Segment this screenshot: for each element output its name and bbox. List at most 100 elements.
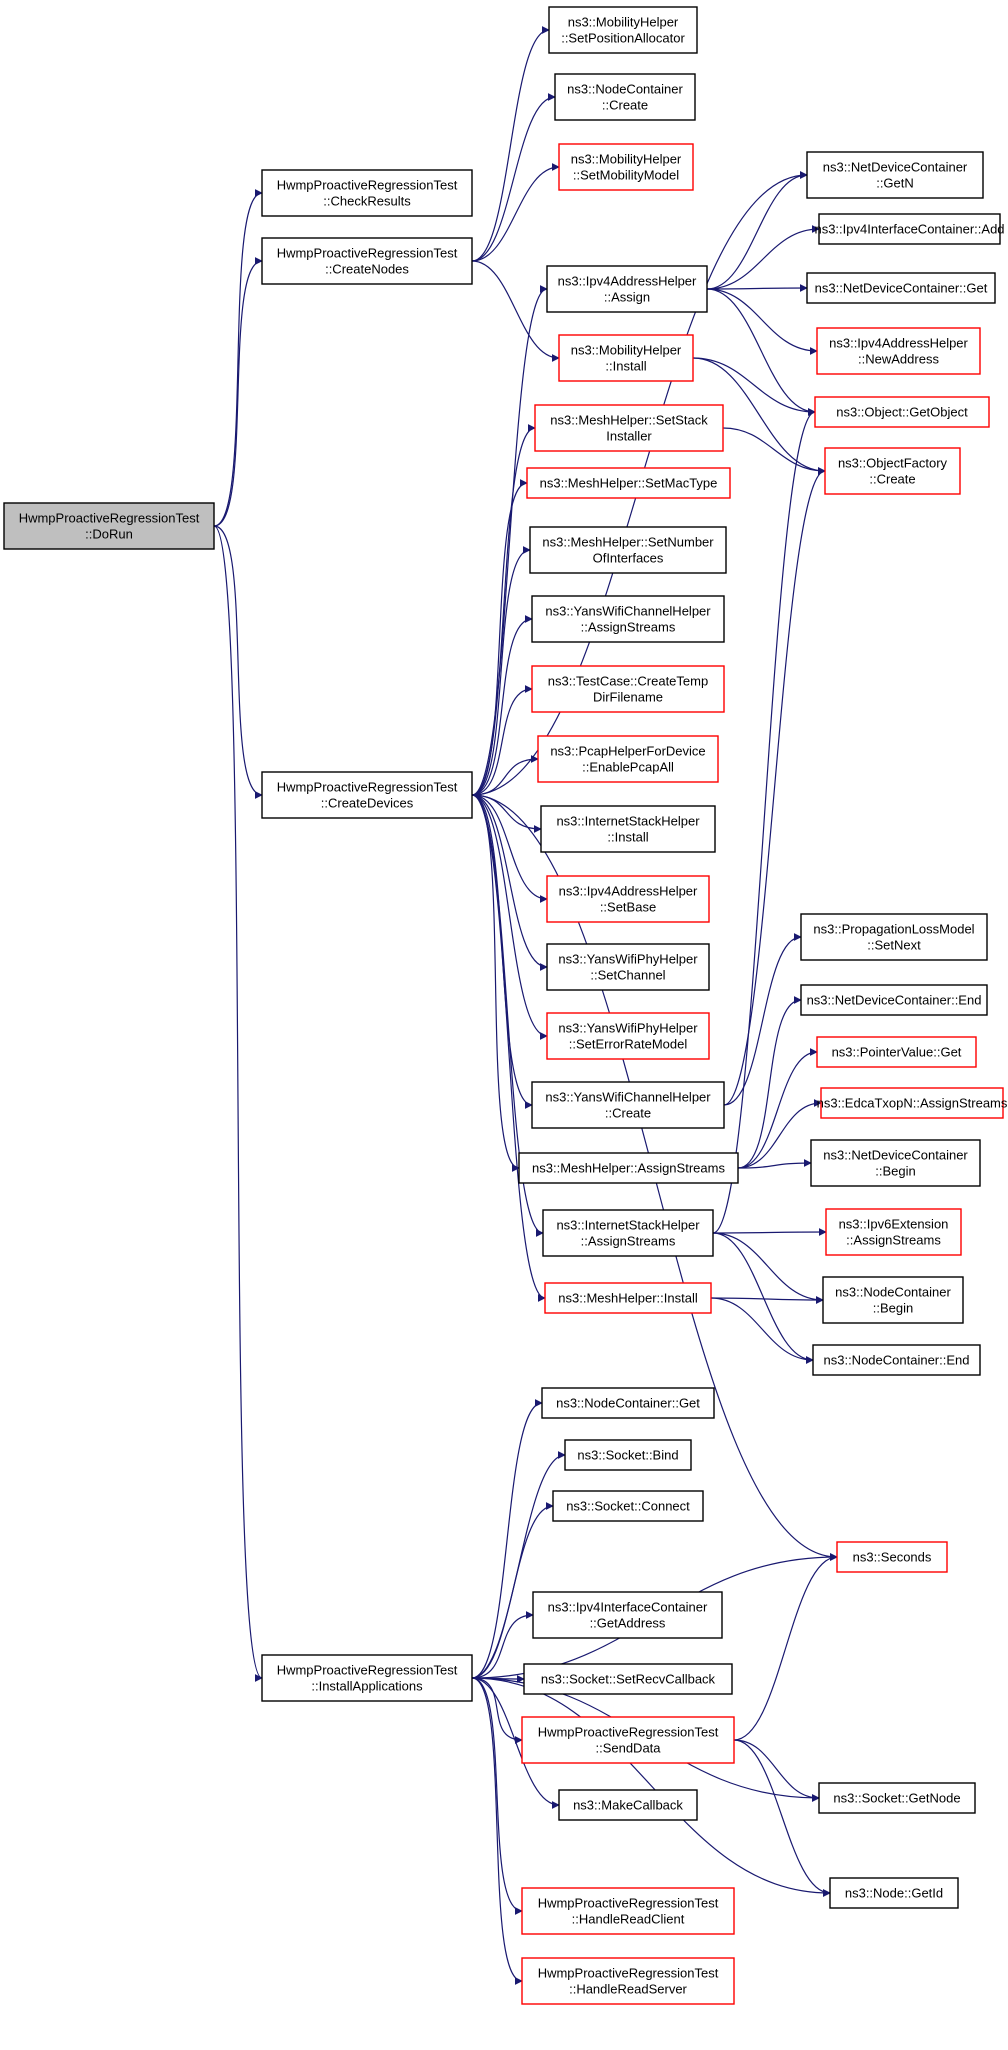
node-handlereadclient[interactable]: HwmpProactiveRegressionTest::HandleReadC… xyxy=(521,1887,735,1935)
node-label-ndc_begin-0: ns3::NetDeviceContainer xyxy=(823,1148,968,1163)
node-yanschan_assign[interactable]: ns3::YansWifiChannelHelper::AssignStream… xyxy=(531,595,725,643)
node-node_getid[interactable]: ns3::Node::GetId xyxy=(829,1877,959,1909)
node-nc_create[interactable]: ns3::NodeContainer::Create xyxy=(554,73,696,121)
edge-dorun-to-installapps xyxy=(213,525,263,1682)
node-createnodes[interactable]: HwmpProactiveRegressionTest::CreateNodes xyxy=(261,237,473,285)
node-box-nc_create xyxy=(554,73,696,121)
node-mob_install[interactable]: ns3::MobilityHelper::Install xyxy=(558,334,694,382)
node-sock_setrecv[interactable]: ns3::Socket::SetRecvCallback xyxy=(523,1663,733,1695)
node-mesh_install[interactable]: ns3::MeshHelper::Install xyxy=(544,1282,712,1314)
node-createdevices[interactable]: HwmpProactiveRegressionTest::CreateDevic… xyxy=(261,771,473,819)
node-yansphy_seterr[interactable]: ns3::YansWifiPhyHelper::SetErrorRateMode… xyxy=(546,1012,710,1060)
edge-createdevices-to-ipv4addr_assign xyxy=(471,285,548,796)
node-label-mesh_setnumif-0: ns3::MeshHelper::SetNumber xyxy=(542,535,714,550)
node-label-yansphy_seterr-1: ::SetErrorRateModel xyxy=(569,1037,688,1052)
edge-createdevices-to-testcase_tmpdir xyxy=(471,685,533,796)
node-nc_get[interactable]: ns3::NodeContainer::Get xyxy=(541,1387,715,1419)
node-label-createdevices-1: ::CreateDevices xyxy=(321,796,414,811)
node-box-inetstack_install xyxy=(540,805,716,853)
node-label-sock_getnode-0: ns3::Socket::GetNode xyxy=(833,1791,960,1806)
node-sock_connect[interactable]: ns3::Socket::Connect xyxy=(552,1490,704,1522)
node-label-yansphy_seterr-0: ns3::YansWifiPhyHelper xyxy=(558,1021,698,1036)
node-box-mesh_setmactype xyxy=(526,467,731,499)
node-label-proploss_setnext-1: ::SetNext xyxy=(867,938,921,953)
node-ipv4ic_add[interactable]: ns3::Ipv4InterfaceContainer::Add xyxy=(814,213,1005,245)
node-label-objfactory_create-0: ns3::ObjectFactory xyxy=(838,456,948,471)
edge-dorun-to-createnodes xyxy=(213,257,263,527)
node-mesh_assign[interactable]: ns3::MeshHelper::AssignStreams xyxy=(518,1152,739,1184)
node-ipv6ext_assign[interactable]: ns3::Ipv6Extension::AssignStreams xyxy=(825,1208,962,1256)
node-label-mob_setpos-1: ::SetPositionAllocator xyxy=(561,31,685,46)
node-ndc_end[interactable]: ns3::NetDeviceContainer::End xyxy=(800,984,988,1016)
node-ipv4addr_newaddr[interactable]: ns3::Ipv4AddressHelper::NewAddress xyxy=(816,327,981,375)
node-label-ipv4addr_assign-0: ns3::Ipv4AddressHelper xyxy=(558,274,697,289)
node-box-nc_begin xyxy=(822,1276,964,1324)
node-checkresults[interactable]: HwmpProactiveRegressionTest::CheckResult… xyxy=(261,169,473,217)
node-objfactory_create[interactable]: ns3::ObjectFactory::Create xyxy=(824,447,961,495)
node-box-mob_install xyxy=(558,334,694,382)
node-pcap_enableall[interactable]: ns3::PcapHelperForDevice::EnablePcapAll xyxy=(537,735,719,783)
node-label-installapps-0: HwmpProactiveRegressionTest xyxy=(277,1663,458,1678)
node-ndc_get[interactable]: ns3::NetDeviceContainer::Get xyxy=(806,272,996,304)
node-box-inetstack_assign xyxy=(542,1209,714,1257)
node-obj_getobject[interactable]: ns3::Object::GetObject xyxy=(814,396,990,428)
node-nc_begin[interactable]: ns3::NodeContainer::Begin xyxy=(822,1276,964,1324)
node-sock_bind[interactable]: ns3::Socket::Bind xyxy=(564,1439,692,1471)
node-nc_end[interactable]: ns3::NodeContainer::End xyxy=(812,1344,981,1376)
node-label-handlereadclient-0: HwmpProactiveRegressionTest xyxy=(538,1896,719,1911)
node-inetstack_assign[interactable]: ns3::InternetStackHelper::AssignStreams xyxy=(542,1209,714,1257)
node-mob_setmodel[interactable]: ns3::MobilityHelper::SetMobilityModel xyxy=(558,143,694,191)
node-proploss_setnext[interactable]: ns3::PropagationLossModel::SetNext xyxy=(800,913,988,961)
node-box-obj_getobject xyxy=(814,396,990,428)
node-seconds[interactable]: ns3::Seconds xyxy=(836,1541,948,1573)
node-box-yansphy_seterr xyxy=(546,1012,710,1060)
node-box-nc_end xyxy=(812,1344,981,1376)
node-label-pcap_enableall-1: ::EnablePcapAll xyxy=(582,760,674,775)
node-ndc_begin[interactable]: ns3::NetDeviceContainer::Begin xyxy=(810,1139,981,1187)
node-box-sock_connect xyxy=(552,1490,704,1522)
node-label-mesh_install-0: ns3::MeshHelper::Install xyxy=(558,1291,698,1306)
node-label-ipv4ic_add-0: ns3::Ipv4InterfaceContainer::Add xyxy=(814,222,1004,237)
node-ptrval_get[interactable]: ns3::PointerValue::Get xyxy=(816,1036,977,1068)
edge-ipv4addr_assign-to-ndc_getn xyxy=(706,171,808,290)
node-mesh_setmactype[interactable]: ns3::MeshHelper::SetMacType xyxy=(526,467,731,499)
node-ndc_getn[interactable]: ns3::NetDeviceContainer::GetN xyxy=(806,151,984,199)
node-ipv4addr_setbase[interactable]: ns3::Ipv4AddressHelper::SetBase xyxy=(546,875,710,923)
node-handlereadserver[interactable]: HwmpProactiveRegressionTest::HandleReadS… xyxy=(521,1957,735,2005)
node-box-senddata xyxy=(521,1716,735,1764)
node-sock_getnode[interactable]: ns3::Socket::GetNode xyxy=(818,1782,976,1814)
node-yanschan_create[interactable]: ns3::YansWifiChannelHelper::Create xyxy=(531,1081,725,1129)
edge-installapps-to-makecallback xyxy=(471,1677,560,1809)
node-box-yansphy_setchan xyxy=(546,943,710,991)
node-label-nc_create-0: ns3::NodeContainer xyxy=(567,82,683,97)
node-box-handlereadclient xyxy=(521,1887,735,1935)
edge-ipv4addr_assign-to-ipv4ic_add xyxy=(706,225,820,290)
node-label-mob_setpos-0: ns3::MobilityHelper xyxy=(568,15,679,30)
node-label-ipv6ext_assign-1: ::AssignStreams xyxy=(846,1233,941,1248)
node-inetstack_install[interactable]: ns3::InternetStackHelper::Install xyxy=(540,805,716,853)
node-ipv4addr_assign[interactable]: ns3::Ipv4AddressHelper::Assign xyxy=(546,265,708,313)
node-label-sock_connect-0: ns3::Socket::Connect xyxy=(566,1499,690,1514)
node-installapps[interactable]: HwmpProactiveRegressionTest::InstallAppl… xyxy=(261,1654,473,1702)
node-label-objfactory_create-1: ::Create xyxy=(869,472,915,487)
edge-createnodes-to-mob_setmodel xyxy=(471,163,560,262)
node-edca_assign[interactable]: ns3::EdcaTxopN::AssignStreams xyxy=(817,1087,1008,1119)
node-label-ipv4addr_newaddr-1: ::NewAddress xyxy=(858,352,939,367)
node-senddata[interactable]: HwmpProactiveRegressionTest::SendData xyxy=(521,1716,735,1764)
node-box-mesh_assign xyxy=(518,1152,739,1184)
edge-ipv4addr_assign-to-obj_getobject xyxy=(706,288,816,416)
node-box-makecallback xyxy=(558,1789,698,1821)
node-mob_setpos[interactable]: ns3::MobilityHelper::SetPositionAllocato… xyxy=(548,6,698,54)
node-dorun[interactable]: HwmpProactiveRegressionTest::DoRun xyxy=(3,502,215,550)
edge-createnodes-to-nc_create xyxy=(471,93,556,262)
node-box-handlereadserver xyxy=(521,1957,735,2005)
node-label-mesh_setnumif-1: OfInterfaces xyxy=(593,551,664,566)
edge-mob_install-to-objfactory_create xyxy=(692,357,826,475)
node-yansphy_setchan[interactable]: ns3::YansWifiPhyHelper::SetChannel xyxy=(546,943,710,991)
node-ipv4ic_getaddr[interactable]: ns3::Ipv4InterfaceContainer::GetAddress xyxy=(532,1591,723,1639)
node-label-ndc_getn-0: ns3::NetDeviceContainer xyxy=(823,160,968,175)
node-makecallback[interactable]: ns3::MakeCallback xyxy=(558,1789,698,1821)
